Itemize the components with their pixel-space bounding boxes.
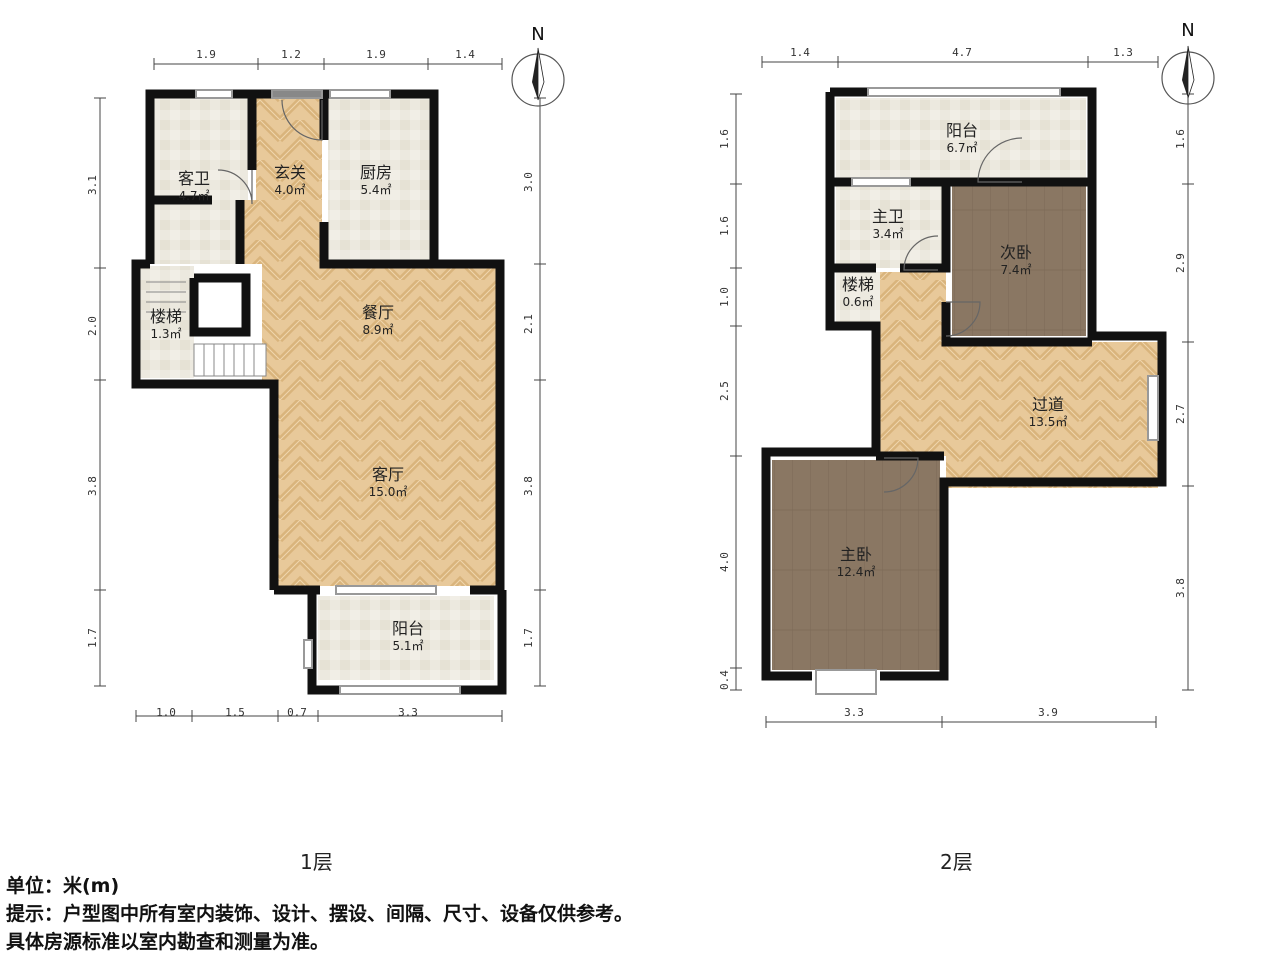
f1-dim-right-4: 1.7 [522,628,535,648]
hallway-name: 过道 [1032,395,1064,414]
f2-dim-left-3: 1.0 [718,287,731,307]
basis-note: 具体房源标准以室内勘查和测量为准。 [6,931,330,953]
foyer-name: 玄关 [274,163,306,182]
f2-dim-left-6: 0.4 [718,670,731,690]
f1-dim-top-1: 1.9 [196,48,216,61]
second-bedroom-area: 7.4㎡ [1000,263,1031,277]
f1-dim-right-3: 3.8 [522,476,535,496]
f1-dim-bottom-2: 1.5 [225,706,245,719]
floor-1-doors [217,99,323,205]
f2-balcony-name: 阳台 [946,121,978,140]
f2-dim-left-5: 4.0 [718,552,731,572]
f1-dim-left-1: 3.1 [86,175,99,195]
disclaimer-note: 提示：户型图中所有室内装饰、设计、摆设、间隔、尺寸、设备仅供参考。 [6,903,634,925]
balcony-name: 阳台 [392,619,424,638]
compass-icon: N [511,24,565,107]
floor-2-doors [883,137,1023,493]
stairs-area: 1.3㎡ [150,327,181,341]
f2-dim-bottom-1: 3.3 [844,706,864,719]
f1-dim-right-1: 3.0 [522,172,535,192]
f2-stairs-name: 楼梯 [842,275,874,294]
kitchen-floor [328,98,430,264]
living-area: 15.0㎡ [369,485,408,499]
master-bedroom-name: 主卧 [840,545,872,564]
dining-area: 8.9㎡ [362,323,393,337]
f2-dim-left-4: 2.5 [718,381,731,401]
living-name: 客厅 [372,465,404,484]
f1-dim-top-4: 1.4 [455,48,475,61]
f1-dim-top-3: 1.9 [366,48,386,61]
f1-dim-bottom-3: 0.7 [287,706,307,719]
f2-balcony-floor [836,98,1086,178]
floor-2-label: 2层 [940,850,973,874]
f1-dim-bottom-1: 1.0 [156,706,176,719]
guest-bath-area: 4.7㎡ [178,189,209,203]
floor-1-windows [195,89,461,695]
dining-name: 餐厅 [362,303,394,322]
kitchen-name: 厨房 [360,163,392,182]
hallway-floor [880,272,1158,488]
notes-block: 单位：米(m) 提示：户型图中所有室内装饰、设计、摆设、间隔、尺寸、设备仅供参考… [6,872,633,956]
floor-1-label: 1层 [300,850,333,874]
f2-dim-left-2: 1.6 [718,216,731,236]
master-bath-name: 主卫 [872,207,904,226]
compass-n-label: N [1181,20,1194,41]
stair-steps [146,281,267,377]
floor-2-windows [815,87,1159,695]
unit-note: 单位：米(m) [6,875,120,897]
balcony-floor [318,596,494,680]
f2-stairs-floor [836,272,880,324]
f2-dim-top-3: 1.3 [1113,46,1133,59]
second-bedroom-name: 次卧 [1000,243,1032,262]
f2-dim-top-2: 4.7 [952,46,972,59]
stairs-name: 楼梯 [150,307,182,326]
stairs-floor [138,266,194,378]
hallway-area: 13.5㎡ [1029,415,1068,429]
compass-icon: N [1161,20,1215,105]
room-labels: 客卫 4.7㎡ 玄关 4.0㎡ 厨房 5.4㎡ 楼梯 1.3㎡ 餐厅 8.9㎡ … [150,121,1067,653]
balcony-area: 5.1㎡ [392,639,423,653]
guest-bath-floor [154,98,248,264]
f2-dim-right-4: 3.8 [1174,578,1187,598]
kitchen-area: 5.4㎡ [360,183,391,197]
f1-dim-bottom-4: 3.3 [398,706,418,719]
f1-dim-right-2: 2.1 [522,314,535,334]
f1-dim-top-2: 1.2 [281,48,301,61]
f1-dim-left-3: 3.8 [86,476,99,496]
floor-1-walls [131,89,507,695]
second-bedroom-floor [952,186,1086,336]
f2-dim-bottom-2: 3.9 [1038,706,1058,719]
f1-dim-left-2: 2.0 [86,316,99,336]
master-bedroom-floor [772,460,940,670]
master-bath-area: 3.4㎡ [872,227,903,241]
f2-balcony-area: 6.7㎡ [946,141,977,155]
f2-dim-right-2: 2.9 [1174,253,1187,273]
compass-n-label: N [531,24,544,45]
floor-2-walls [761,87,1167,681]
f2-stairs-area: 0.6㎡ [842,295,873,309]
foyer-area: 4.0㎡ [274,183,305,197]
f1-dim-left-4: 1.7 [86,628,99,648]
living-dining-floor [236,98,496,586]
master-bedroom-area: 12.4㎡ [837,565,876,579]
dimension-labels: 1.9 1.2 1.9 1.4 1.0 1.5 0.7 3.3 3.1 2.0 … [86,46,1187,719]
f2-dim-right-1: 1.6 [1174,129,1187,149]
floor-2-plan [761,87,1167,695]
dimension-lines [94,56,1194,728]
f2-dim-left-1: 1.6 [718,129,731,149]
floor-1-plan [131,89,507,695]
guest-bath-name: 客卫 [178,169,210,188]
f2-dim-right-3: 2.7 [1174,404,1187,424]
master-bath-floor [836,186,946,268]
f2-dim-top-1: 1.4 [790,46,810,59]
